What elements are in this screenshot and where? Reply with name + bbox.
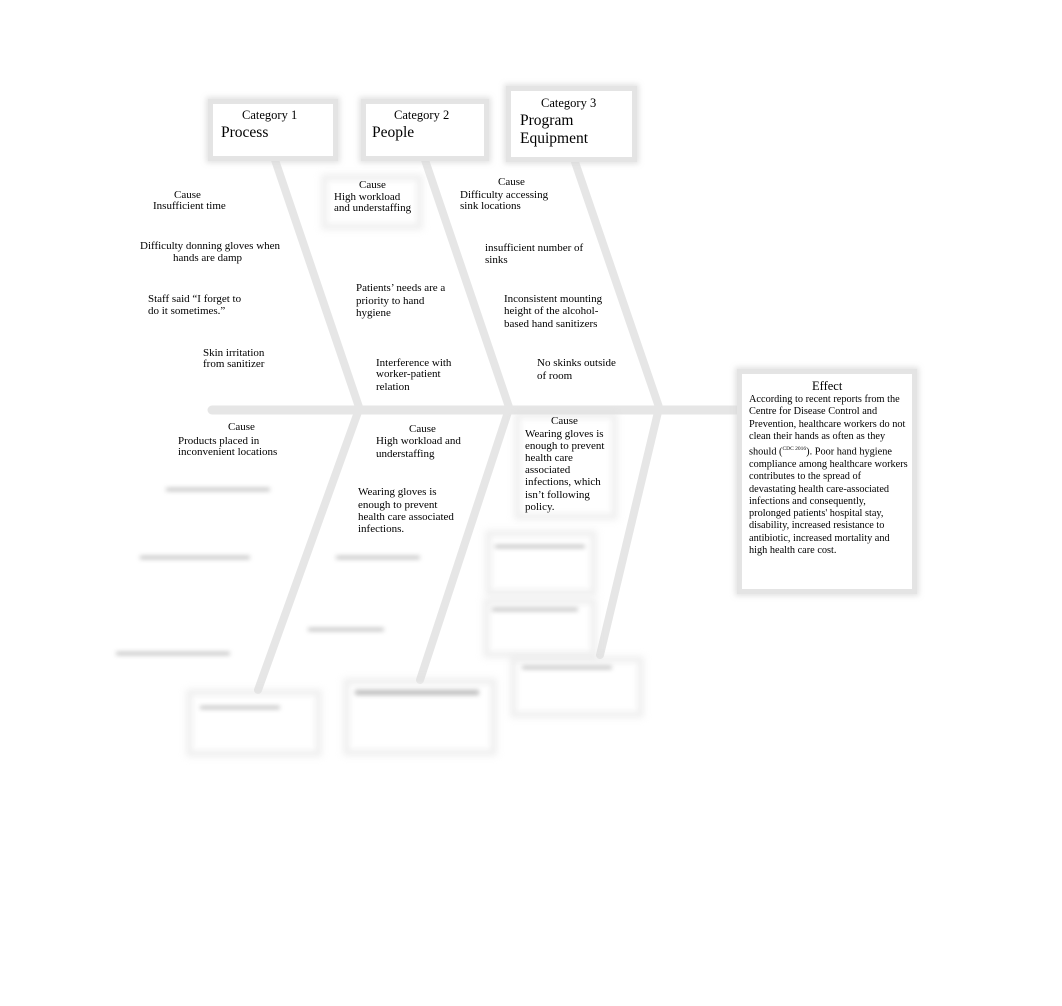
bone-category-4 <box>254 408 362 694</box>
effect-box <box>737 369 917 594</box>
lower-people-cause-2-line2: enough to prevent <box>358 499 438 511</box>
bone-category-5 <box>416 408 512 684</box>
lower-equipment-cause-1-line6: isn’t following <box>525 489 590 501</box>
equipment-cause-3-line3: based hand sanitizers <box>504 318 598 330</box>
lower-people-cause-2-line4: infections. <box>358 523 405 535</box>
equipment-cause-label: Cause <box>498 176 525 188</box>
equipment-cause-2-line1: insufficient number of <box>485 242 584 254</box>
bone-category-2 <box>421 156 514 414</box>
equipment-lower-cause-box <box>516 414 616 518</box>
effect-citation: CDC 2016 <box>782 446 807 453</box>
lower-people-cause-2-line1: Wearing gloves is <box>358 486 437 498</box>
category-3-name-line2: Equipment <box>520 130 589 147</box>
effect-text-before: According to recent reports from the Cen… <box>749 394 906 458</box>
category-4-box <box>188 691 320 755</box>
category-2-heading: Category 2 <box>394 108 450 122</box>
equipment-cause-3-line2: height of the alcohol- <box>504 305 599 317</box>
equipment-cause-1-line1: Difficulty accessing <box>460 189 549 201</box>
people-cause-label: Cause <box>359 179 386 191</box>
lower-equipment-cause-1-line5: infections, which <box>525 476 601 488</box>
equipment-cause-2-line2: sinks <box>485 254 508 266</box>
category-3-name-line1: Program <box>520 112 574 129</box>
category-2-name: People <box>372 124 415 141</box>
people-cause-3-line2: worker-patient <box>376 368 441 380</box>
lower-process-cause-1-line2: inconvenient locations <box>178 446 278 458</box>
bone-category-1 <box>271 156 364 414</box>
lower-equipment-cause-1-line7: policy. <box>525 501 555 513</box>
process-cause-1: Insufficient time <box>153 200 226 212</box>
equipment-cause-1-line2: sink locations <box>460 200 521 212</box>
category-2-box <box>361 99 489 161</box>
people-cause-1-line1: High workload <box>334 191 401 203</box>
lower-equipment-cause-1-line1: Wearing gloves is <box>525 428 604 440</box>
effect-heading: Effect <box>812 379 843 393</box>
lower-process-cause-1-line1: Products placed in <box>178 435 260 447</box>
lower-equipment-cause-1-line3: health care <box>525 452 573 464</box>
process-cause-label: Cause <box>174 189 201 201</box>
bone-category-6 <box>596 408 662 659</box>
category-1-name: Process <box>221 124 269 141</box>
people-cause-1-line2: and understaffing <box>334 202 412 214</box>
people-cause-3-line1: Interference with <box>376 357 452 369</box>
process-cause-3-line2: do it sometimes.” <box>148 305 226 317</box>
people-cause-3-line3: relation <box>376 381 410 393</box>
effect-text-after: ). Poor hand hygiene compliance among he… <box>749 446 908 556</box>
category-1-box <box>208 99 338 161</box>
people-cause-2-line1: Patients’ needs are a <box>356 282 446 294</box>
lower-people-cause-2-line3: health care associated <box>358 511 454 523</box>
process-cause-2-line1: Difficulty donning gloves when <box>140 240 281 252</box>
lower-people-cause-1-line2: understaffing <box>376 448 435 460</box>
lower-process-cause-label: Cause <box>228 421 255 433</box>
category-3-heading: Category 3 <box>541 96 597 110</box>
lower-equipment-cause-1-line4: associated <box>525 464 571 476</box>
people-cause-box <box>323 176 421 228</box>
equipment-cause-4-line1: No skinks outside <box>537 357 616 369</box>
blurred-cause-box-1 <box>487 532 595 594</box>
people-cause-2-line2: priority to hand <box>356 295 425 307</box>
bone-category-3 <box>571 158 664 414</box>
process-cause-3-line1: Staff said “I forget to <box>148 293 242 305</box>
equipment-cause-3-line1: Inconsistent mounting <box>504 293 603 305</box>
lower-equipment-cause-1-line2: enough to prevent <box>525 440 605 452</box>
process-cause-2-line2: hands are damp <box>173 252 243 264</box>
lower-equipment-cause-label: Cause <box>551 415 578 427</box>
equipment-cause-4-line2: of room <box>537 370 573 382</box>
lower-people-cause-1-line1: High workload and <box>376 435 461 447</box>
process-cause-4-line2: from sanitizer <box>203 358 265 370</box>
lower-people-cause-label: Cause <box>409 423 436 435</box>
category-1-heading: Category 1 <box>242 108 298 122</box>
process-cause-4-line1: Skin irritation <box>203 347 265 359</box>
people-cause-2-line3: hygiene <box>356 307 391 319</box>
category-3-box <box>506 86 637 162</box>
effect-description: According to recent reports from the Cen… <box>749 394 909 557</box>
